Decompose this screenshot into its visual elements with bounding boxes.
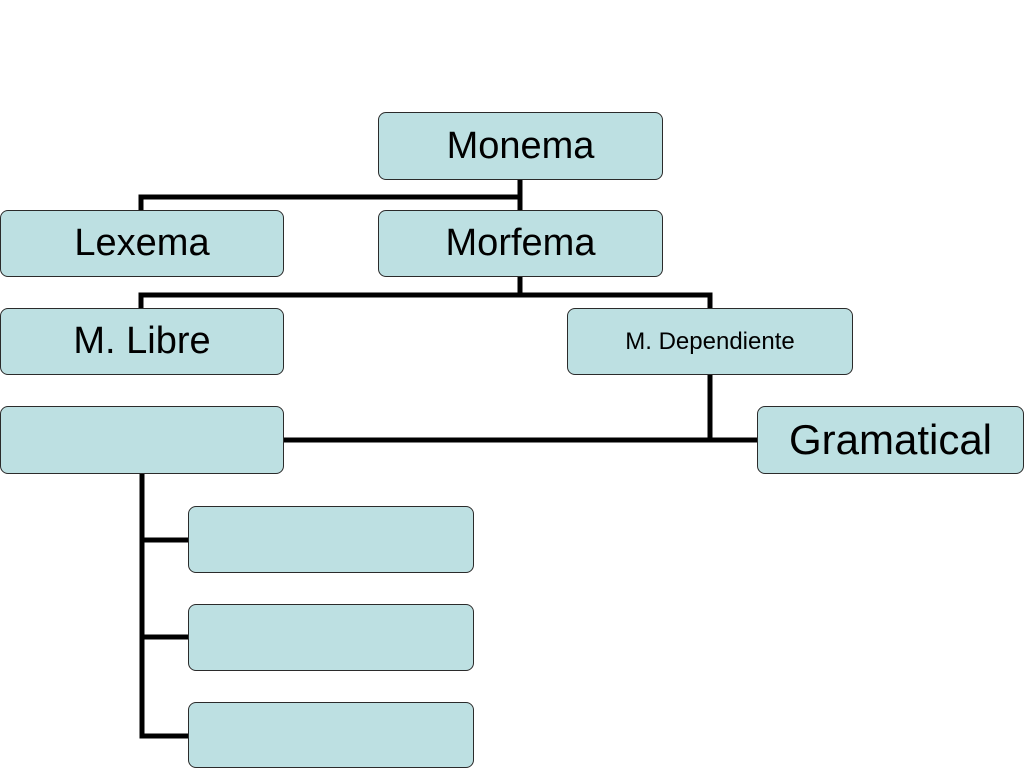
node-blank-main [0, 406, 284, 474]
node-blank-child-1 [188, 506, 474, 573]
node-monema-label: Monema [446, 124, 595, 167]
node-m-libre-label: M. Libre [73, 320, 211, 362]
node-morfema: Morfema [378, 210, 663, 277]
connector-morfema-children [138, 274, 713, 311]
node-m-libre: M. Libre [0, 308, 284, 375]
node-lexema-label: Lexema [74, 222, 210, 264]
node-lexema: Lexema [0, 210, 284, 277]
node-blank-child-3 [188, 702, 474, 768]
connector-monema-children [138, 177, 523, 213]
node-m-dependiente: M. Dependiente [567, 308, 853, 375]
node-gramatical: Gramatical [757, 406, 1024, 474]
node-morfema-label: Morfema [445, 222, 596, 264]
connector-blank-children [139, 471, 191, 739]
node-gramatical-label: Gramatical [788, 416, 993, 463]
node-blank-child-2 [188, 604, 474, 671]
node-monema: Monema [378, 112, 663, 180]
node-m-dependiente-label: M. Dependiente [625, 327, 795, 355]
connector-dependiente-children [281, 372, 760, 443]
